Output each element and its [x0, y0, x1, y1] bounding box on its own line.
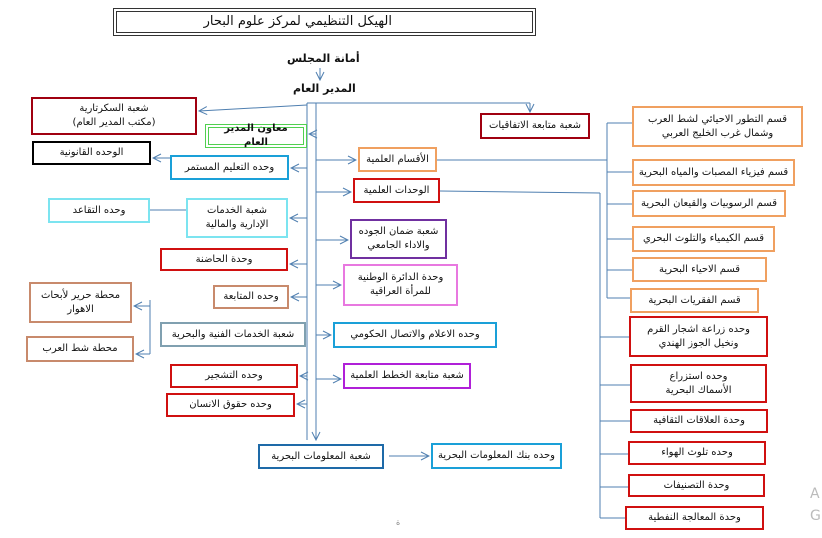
hareer-line2: الاهوار	[67, 303, 94, 315]
deputy-director-box: معاون المدير العام	[205, 123, 307, 148]
scientific-departments-box: الأقسام العلمية	[358, 147, 437, 172]
unit-box: وحدة المعالجة النفطية	[625, 506, 764, 530]
human-rights-unit-box: وحده حقوق الانسان	[166, 393, 295, 417]
retirement-unit-box: وحده التقاعد	[48, 198, 150, 223]
unit-box: وحده استزراع الأسماك البحرية	[630, 364, 767, 403]
marine-info-box: شعبة المعلومات البحرية	[258, 444, 384, 469]
watermark-a: A	[810, 486, 820, 502]
secretariat-line2: (مكتب المدير العام)	[72, 117, 156, 128]
women-line1: وحدة الدائرة الوطنية	[357, 272, 444, 283]
quality-line2: والاداء الجامعي	[367, 240, 430, 251]
followup-unit-box: وحده المتابعة	[213, 285, 289, 309]
scientific-plans-box: شعبة متابعة الخطط العلمية	[343, 363, 471, 389]
unit-line: الأسماك البحرية	[665, 384, 732, 396]
department-box: قسم التطور الاحيائي لشط العرب وشمال غرب …	[632, 106, 803, 147]
legal-unit-box: الوحده القانونية	[32, 141, 151, 165]
scientific-units-box: الوحدات العلمية	[353, 178, 440, 203]
department-line: قسم التطور الاحيائي لشط العرب	[648, 113, 787, 125]
unit-box: وحدة العلاقات الثقافية	[630, 409, 768, 433]
chart-title: الهيكل التنظيمي لمركز علوم البحار	[113, 8, 536, 36]
technical-services-box: شعبة الخدمات الفنية والبحرية	[160, 322, 306, 347]
council-label: أمانة المجلس	[287, 52, 360, 65]
afforestation-unit-box: وحده التشجير	[170, 364, 298, 388]
shatt-station-box: محطة شط العرب	[26, 336, 134, 362]
watermark-g: G	[810, 508, 821, 524]
women-unit-box: وحدة الدائرة الوطنية للمرأة العراقية	[343, 264, 458, 306]
department-box: قسم فيزياء المصبات والمياه البحرية	[632, 159, 795, 186]
unit-line: ونخيل الجوز الهندي	[658, 337, 739, 349]
department-line: وشمال غرب الخليج العربي	[661, 127, 774, 139]
page-mark: ة	[396, 518, 401, 527]
hareer-station-box: محطة حرير لأبحاث الاهوار	[29, 282, 132, 323]
unit-line: وحده زراعة اشجار القرم	[647, 323, 750, 335]
media-unit-box: وحده الاعلام والاتصال الحكومي	[333, 322, 497, 348]
quality-assurance-box: شعبة ضمان الجوده والاداء الجامعي	[350, 219, 447, 259]
secretariat-box: شعبة السكرتارية (مكتب المدير العام)	[31, 97, 197, 135]
department-box: قسم الرسوبيات والقيعان البحرية	[632, 190, 786, 217]
hareer-line1: محطة حرير لأبحاث	[40, 289, 121, 301]
unit-box: وحده زراعة اشجار القرم ونخيل الجوز الهند…	[629, 316, 768, 357]
admin-services-line1: شعبة الخدمات	[206, 205, 268, 216]
agreements-box: شعبة متابعة الاتفاقيات	[480, 113, 590, 139]
unit-box: وحده تلوث الهواء	[628, 441, 766, 465]
marine-info-bank-box: وحده بنك المعلومات البحرية	[431, 443, 562, 469]
nursery-unit-box: وحدة الحاضنة	[160, 248, 288, 271]
quality-line1: شعبة ضمان الجوده	[358, 226, 439, 237]
admin-services-line2: الإدارية والمالية	[205, 219, 269, 230]
admin-services-box: شعبة الخدمات الإدارية والمالية	[186, 198, 288, 238]
department-box: قسم الاحياء البحرية	[632, 257, 767, 282]
unit-box: وحدة التصنيفات	[628, 474, 765, 497]
director-label: المدير العام	[293, 82, 356, 95]
women-line2: للمرأة العراقية	[370, 286, 431, 297]
department-box: قسم الكيمياء والتلوث البحري	[632, 226, 775, 252]
continuing-education-box: وحده التعليم المستمر	[170, 155, 289, 180]
department-box: قسم الفقريات البحرية	[630, 288, 759, 313]
secretariat-line1: شعبة السكرتارية	[79, 103, 149, 114]
unit-line: وحده استزراع	[669, 370, 728, 382]
